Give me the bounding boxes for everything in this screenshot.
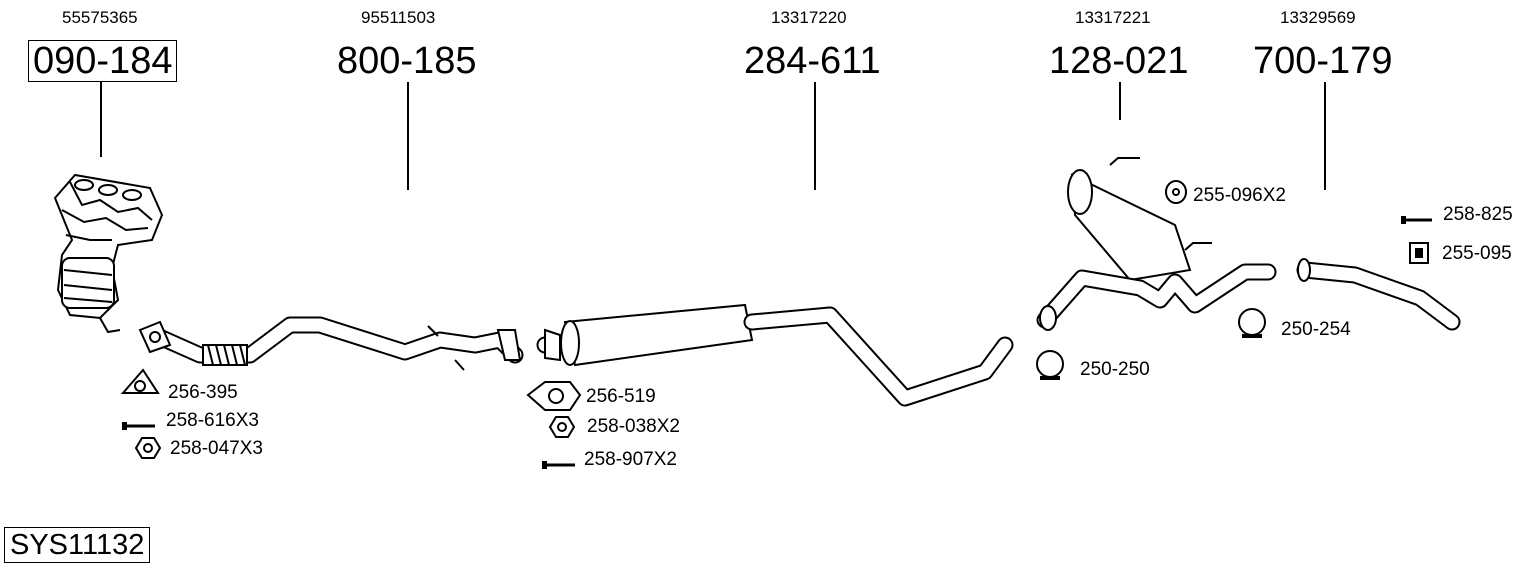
rear-silencer-part <box>1036 157 1277 331</box>
part-number-1: 090-184 <box>28 40 178 82</box>
bolt-icon-258-825 <box>1401 216 1432 224</box>
accessory-label-3: 258-047X3 <box>170 438 263 459</box>
rubber-ring-icon-255-096 <box>1165 180 1187 204</box>
bolt-icon-258-616 <box>122 422 155 430</box>
manifold-catalyst-part <box>53 173 164 334</box>
nut-icon-258-038 <box>548 416 576 438</box>
part-number-3: 284-611 <box>744 40 881 82</box>
gasket-icon-256-519 <box>526 381 582 411</box>
oem-number-1: 55575365 <box>62 8 138 27</box>
part-number-2: 800-185 <box>337 40 477 82</box>
accessory-label-5: 258-038X2 <box>587 416 680 437</box>
clamp-icon-250-250 <box>1036 350 1064 380</box>
system-id: SYS11132 <box>4 527 151 563</box>
middle-silencer-part <box>536 303 1014 407</box>
tail-pipe-part <box>1296 258 1461 331</box>
accessory-label-4: 256-519 <box>586 386 656 407</box>
accessory-label-6: 258-907X2 <box>584 449 677 470</box>
oem-number-2: 95511503 <box>361 8 436 27</box>
front-pipe-part <box>138 316 524 371</box>
oem-number-5: 13329569 <box>1280 8 1356 27</box>
oem-number-4: 13317221 <box>1075 8 1151 27</box>
part-number-4: 128-021 <box>1049 40 1189 82</box>
accessory-label-2: 258-616X3 <box>166 410 259 431</box>
clamp-icon-250-254 <box>1238 308 1266 338</box>
oem-number-3: 13317220 <box>771 8 847 27</box>
accessory-label-10: 258-825 <box>1443 204 1513 225</box>
accessory-label-8: 250-250 <box>1080 359 1150 380</box>
rubber-mount-icon-255-095 <box>1409 242 1429 264</box>
accessory-label-11: 255-095 <box>1442 243 1512 264</box>
accessory-label-7: 255-096X2 <box>1193 185 1286 206</box>
nut-icon-258-047 <box>134 437 162 459</box>
accessory-label-9: 250-254 <box>1281 319 1351 340</box>
bolt-icon-258-907 <box>542 461 575 469</box>
part-number-5: 700-179 <box>1253 40 1393 82</box>
accessory-label-1: 256-395 <box>168 382 238 403</box>
